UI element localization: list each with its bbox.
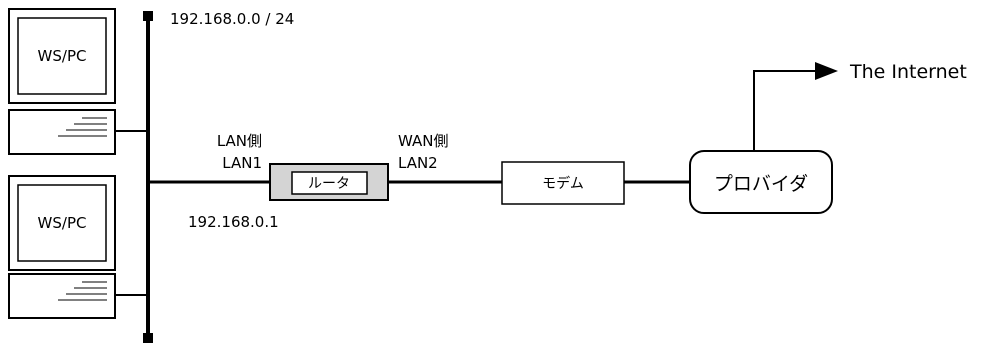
router-ip-label: 192.168.0.1 [188,213,279,231]
host-2-screen [17,184,107,262]
host-1-body [8,109,116,155]
provider-box [689,150,833,214]
provider: プロバイダ [689,150,833,214]
router-label-frame [291,171,368,195]
router-wan-port-label: LAN2 [398,154,438,172]
host-2-body [8,273,116,319]
host-2: WS/PC [8,175,148,319]
internet-label: The Internet [849,61,967,83]
modem-label: モデム [542,175,584,192]
router-lan-port-label: LAN1 [222,154,262,172]
host-1-label: WS/PC [38,47,87,65]
provider-to-internet-link [753,70,815,151]
subnet-label: 192.168.0.0 / 24 [170,10,294,28]
host-1-screen [17,17,107,95]
host-2-label: WS/PC [38,214,87,232]
modem: モデム [501,161,625,205]
lan-bus-terminator-top [143,11,153,21]
provider-label: プロバイダ [714,173,808,195]
lan-bus-terminator-bottom [143,333,153,343]
host-1-drive-lines-icon [58,117,107,137]
router-lan-side-label: LAN側 [217,132,262,150]
host-2-monitor [8,175,116,271]
host-1-monitor [8,8,116,104]
host-1: WS/PC [8,8,148,155]
host-2-drive-lines-icon [58,281,107,301]
internet-arrow-icon [815,62,838,80]
modem-box [501,161,625,205]
router: ルータ [269,163,389,201]
router-label: ルータ [308,176,350,192]
router-wan-side-label: WAN側 [398,132,449,150]
